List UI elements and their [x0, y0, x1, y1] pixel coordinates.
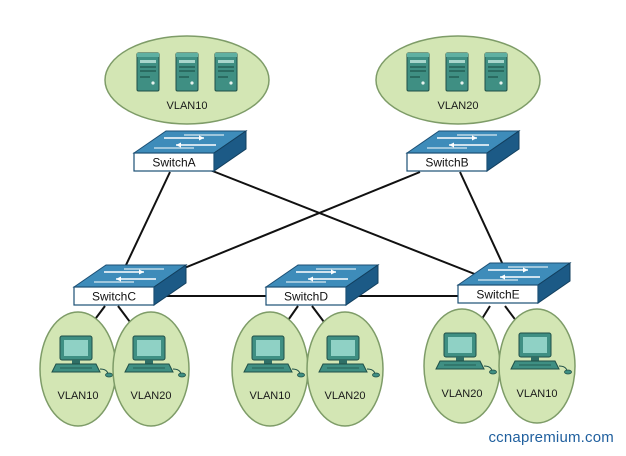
server-icon: [484, 52, 508, 92]
pc-group-switchc-vlan20: VLAN20: [112, 311, 190, 427]
links: [117, 169, 511, 297]
server-icon: [214, 52, 238, 92]
pc-group-label: VLAN20: [131, 390, 172, 402]
pc-group-switche-vlan20: VLAN20: [423, 308, 501, 424]
switch-label: SwitchA: [152, 156, 195, 170]
switch-c: SwitchC: [73, 264, 187, 306]
server-group-vlan20: VLAN20: [375, 35, 541, 125]
switch-a: SwitchA: [133, 130, 247, 172]
switch-d: SwitchD: [265, 264, 379, 306]
switch-label: SwitchE: [476, 288, 519, 302]
switch-e: SwitchE: [457, 262, 571, 304]
pc-group-label: VLAN10: [58, 390, 99, 402]
pc-group-label: VLAN10: [517, 388, 558, 400]
pc-group-label: VLAN20: [442, 388, 483, 400]
pc-group-label: VLAN10: [250, 390, 291, 402]
server-group-label: VLAN10: [167, 100, 208, 112]
link-switchb-switchc: [149, 171, 421, 283]
server-icon: [136, 52, 160, 92]
server-icon: [175, 52, 199, 92]
switch-label: SwitchD: [284, 290, 328, 304]
switch-label: SwitchB: [425, 156, 468, 170]
pc-group-label: VLAN20: [325, 390, 366, 402]
link-switcha-switche: [209, 169, 496, 283]
switch-label: SwitchC: [92, 290, 136, 304]
watermark: ccnapremium.com: [488, 429, 614, 446]
pc-group-switchc-vlan10: VLAN10: [39, 311, 117, 427]
switch-b: SwitchB: [406, 130, 520, 172]
server-icon: [406, 52, 430, 92]
server-icon: [445, 52, 469, 92]
pc-group-switchd-vlan10: VLAN10: [231, 311, 309, 427]
pc-group-switchd-vlan20: VLAN20: [306, 311, 384, 427]
server-group-label: VLAN20: [438, 100, 479, 112]
link-switchb-switche: [459, 171, 511, 281]
server-group-vlan10: VLAN10: [104, 35, 270, 125]
link-switcha-switchc: [117, 171, 171, 283]
pc-group-switche-vlan10: VLAN10: [498, 308, 576, 424]
